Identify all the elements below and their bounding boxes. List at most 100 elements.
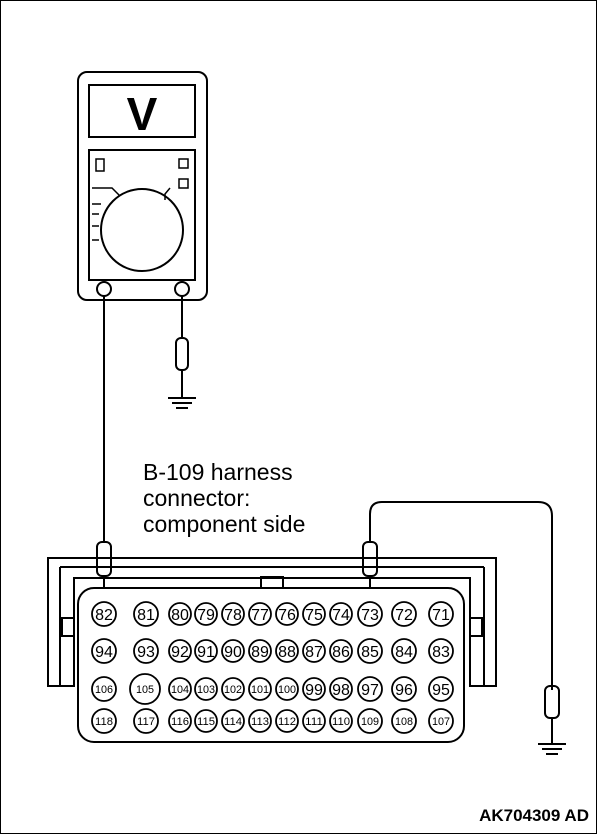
- pin-115: 115: [194, 709, 218, 733]
- pin-number: 103: [197, 684, 215, 696]
- pin-socket: [129, 673, 161, 705]
- pin-number: 98: [332, 682, 350, 699]
- pin-103: 103: [194, 677, 218, 701]
- pin-socket: [221, 639, 245, 663]
- pin-92: 92: [168, 639, 192, 663]
- voltmeter-body: [77, 71, 208, 301]
- pin-81: 81: [133, 601, 159, 627]
- pin-78: 78: [221, 602, 245, 626]
- pin-73: 73: [357, 601, 383, 627]
- pin-number: 100: [278, 684, 296, 696]
- voltmeter-jack-negative: [174, 281, 190, 297]
- pin-socket: [91, 676, 117, 702]
- pin-number: 94: [95, 644, 113, 661]
- pin-socket: [194, 709, 218, 733]
- pin-97: 97: [357, 676, 383, 702]
- pin-87: 87: [302, 639, 326, 663]
- pin-95: 95: [428, 676, 454, 702]
- pin-socket: [391, 601, 417, 627]
- pin-socket: [391, 708, 417, 734]
- pin-114: 114: [221, 709, 245, 733]
- pin-99: 99: [302, 677, 326, 701]
- pin-number: 117: [137, 716, 155, 728]
- pin-socket: [357, 638, 383, 664]
- pin-socket: [357, 601, 383, 627]
- pin-number: 106: [95, 684, 113, 696]
- pin-88: 88: [275, 639, 299, 663]
- pin-socket: [302, 639, 326, 663]
- pin-71: 71: [428, 601, 454, 627]
- voltmeter-dial: [100, 188, 184, 272]
- pin-socket: [168, 677, 192, 701]
- pin-98: 98: [329, 677, 353, 701]
- pin-116: 116: [168, 709, 192, 733]
- pin-number: 71: [432, 607, 450, 624]
- pin-number: 91: [197, 644, 215, 661]
- connector-label: B-109 harness connector: component side: [143, 459, 305, 537]
- pin-number: 88: [278, 644, 296, 661]
- pin-socket: [248, 602, 272, 626]
- pin-75: 75: [302, 602, 326, 626]
- pin-socket: [248, 639, 272, 663]
- pin-number: 90: [224, 644, 242, 661]
- pin-83: 83: [428, 638, 454, 664]
- pin-socket: [194, 602, 218, 626]
- pin-number: 118: [95, 716, 113, 728]
- pin-82: 82: [91, 601, 117, 627]
- pin-number: 105: [136, 684, 154, 696]
- pin-number: 113: [251, 716, 269, 728]
- voltmeter-panel: [88, 149, 196, 281]
- pin-socket: [248, 709, 272, 733]
- connector-label-line2: connector:: [143, 485, 251, 511]
- pin-number: 82: [95, 607, 113, 624]
- pin-85: 85: [357, 638, 383, 664]
- pin-90: 90: [221, 639, 245, 663]
- pin-number: 112: [278, 716, 296, 728]
- pin-socket: [428, 601, 454, 627]
- pin-74: 74: [329, 602, 353, 626]
- voltmeter-screen: [88, 84, 196, 138]
- pin-socket: [275, 639, 299, 663]
- pin-number: 73: [361, 607, 379, 624]
- pin-socket: [302, 602, 326, 626]
- pin-108: 108: [391, 708, 417, 734]
- pin-socket: [91, 708, 117, 734]
- pin-number: 97: [361, 682, 379, 699]
- pin-socket: [357, 708, 383, 734]
- pin-102: 102: [221, 677, 245, 701]
- voltmeter-range-marks: [92, 187, 171, 241]
- pin-socket: [275, 602, 299, 626]
- pin-107: 107: [428, 708, 454, 734]
- voltmeter-switch-right-bottom: [178, 178, 189, 189]
- pin-number: 76: [278, 607, 296, 624]
- pin-socket: [428, 708, 454, 734]
- pin-number: 78: [224, 607, 242, 624]
- connector-key-left: [61, 617, 75, 637]
- pin-number: 115: [197, 716, 215, 728]
- pin-socket: [133, 601, 159, 627]
- pin-socket: [133, 708, 159, 734]
- pin-91: 91: [194, 639, 218, 663]
- pin-number: 84: [395, 644, 413, 661]
- pin-77: 77: [248, 602, 272, 626]
- pin-86: 86: [329, 639, 353, 663]
- pin-117: 117: [133, 708, 159, 734]
- pin-number: 77: [251, 607, 269, 624]
- pin-socket: [275, 677, 299, 701]
- pin-number: 81: [137, 607, 155, 624]
- figure-code: AK704309 AD: [479, 806, 589, 825]
- pin-number: 104: [171, 684, 189, 696]
- pin-111: 111: [302, 709, 326, 733]
- pin-socket: [329, 677, 353, 701]
- pin-socket: [91, 601, 117, 627]
- pin-number: 74: [332, 607, 350, 624]
- connector-label-line3: component side: [143, 511, 306, 537]
- pin-number: 80: [171, 607, 189, 624]
- pin-socket: [168, 709, 192, 733]
- pin-84: 84: [391, 638, 417, 664]
- voltmeter-display-symbol: V: [127, 88, 158, 140]
- pin-96: 96: [391, 676, 417, 702]
- pin-number: 87: [305, 644, 323, 661]
